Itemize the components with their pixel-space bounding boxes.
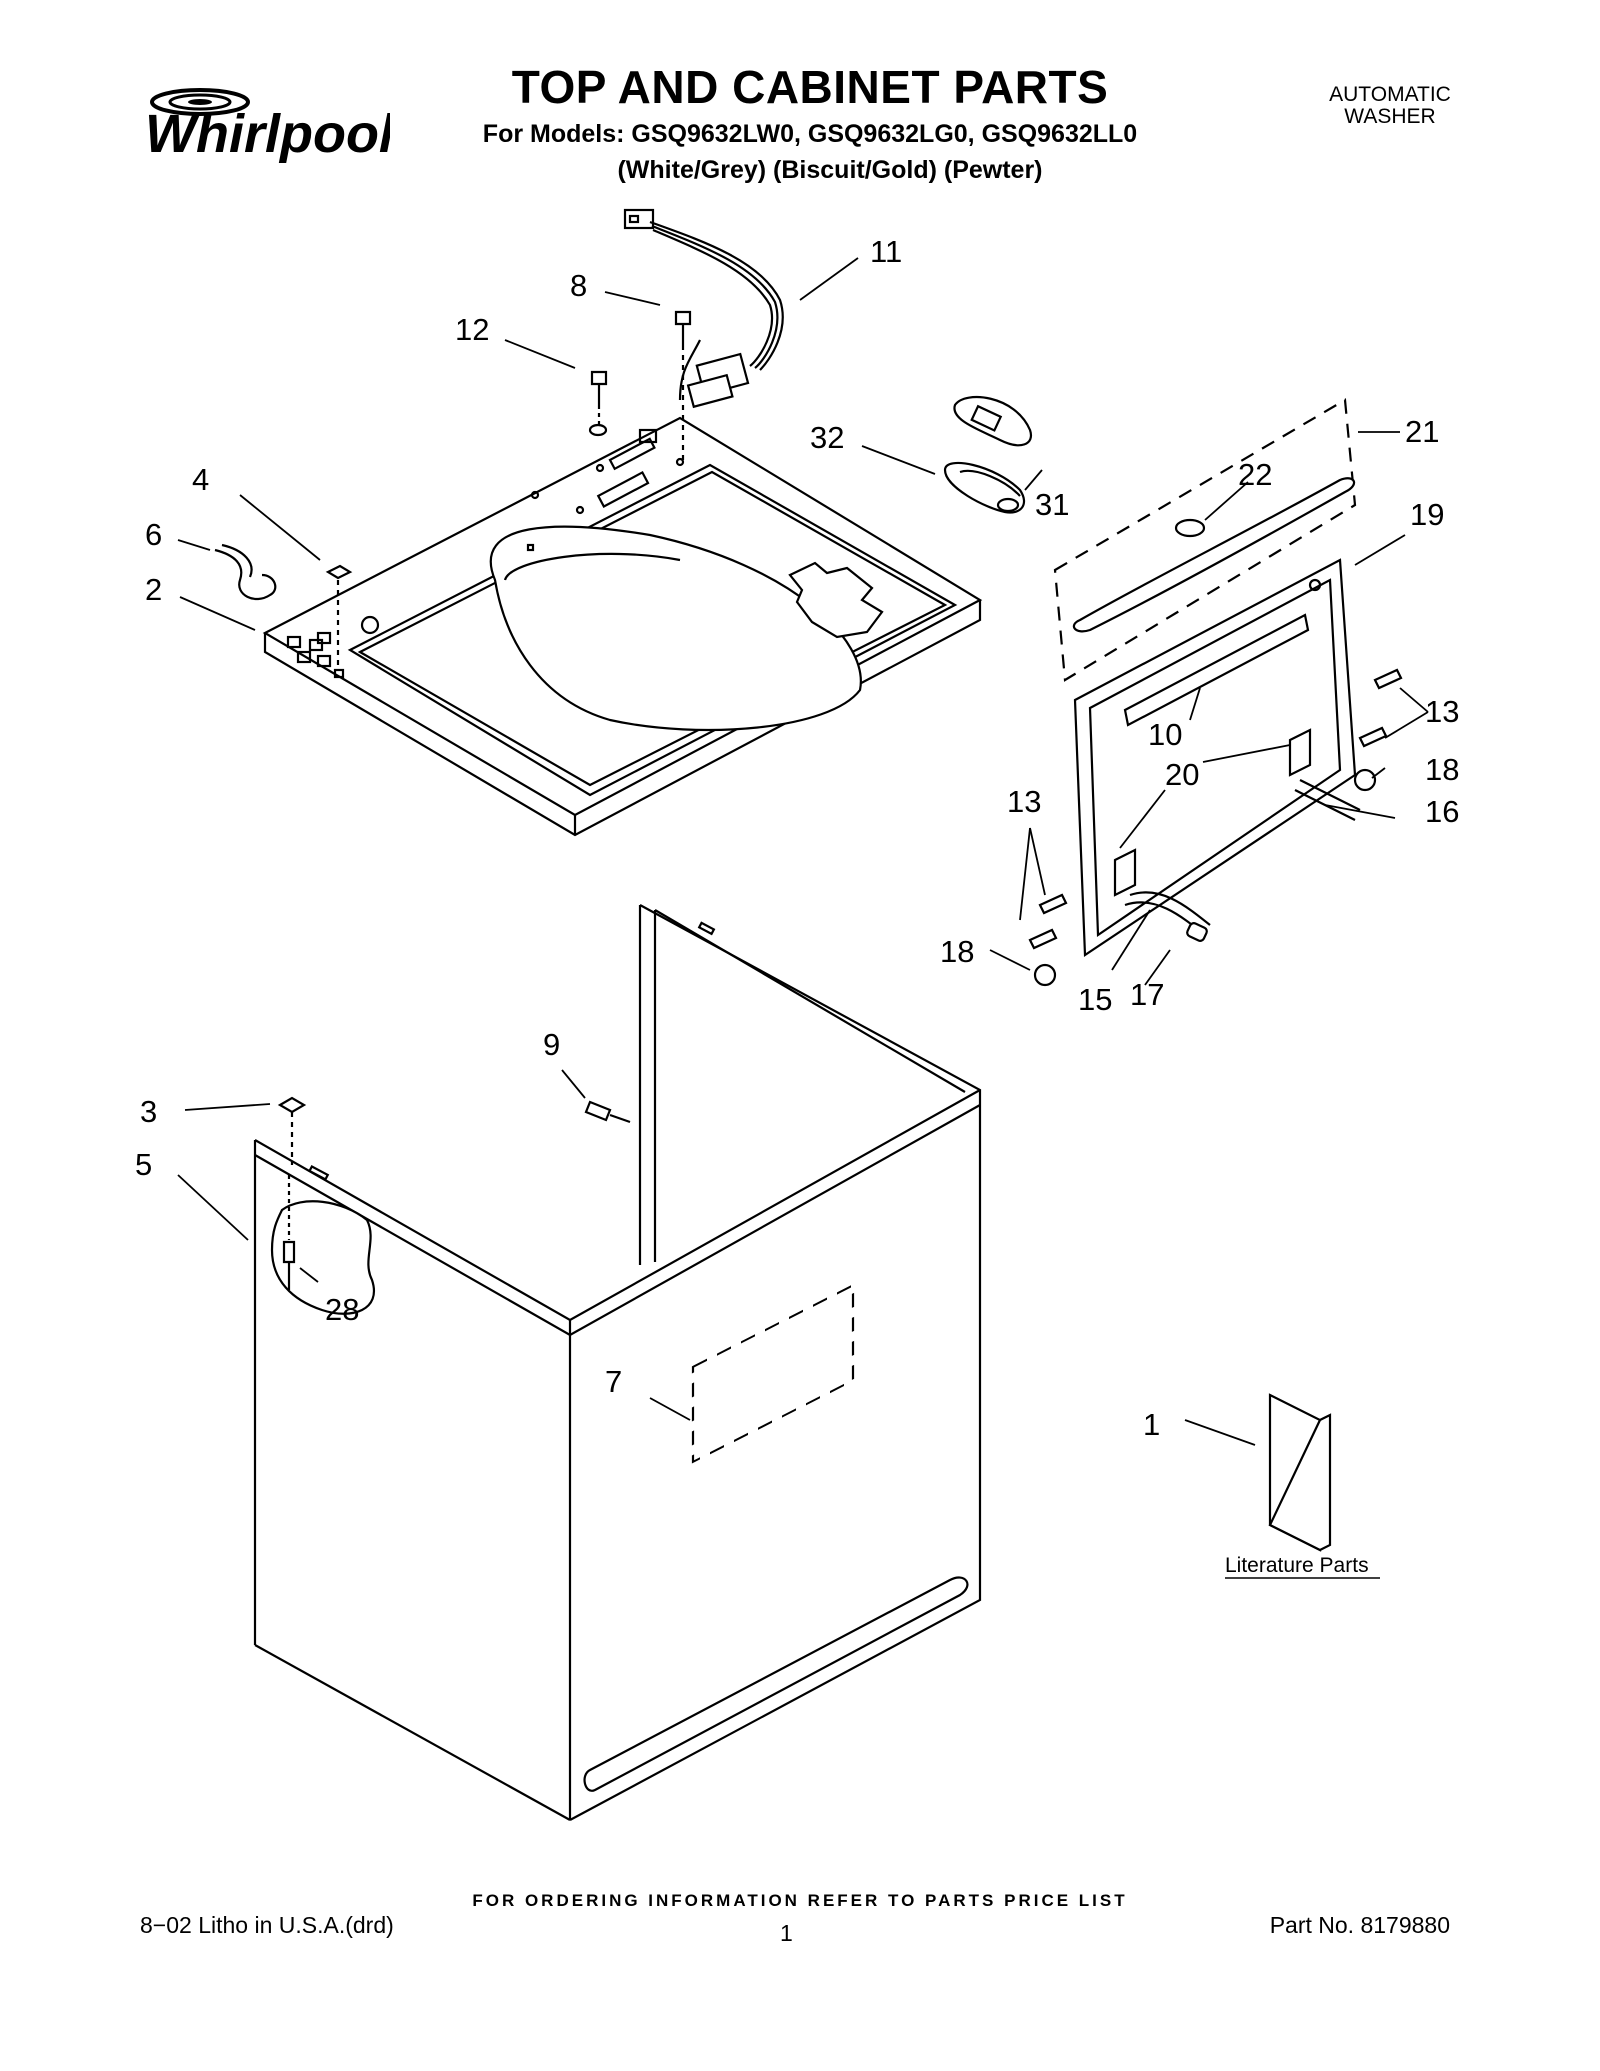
part-number: Part No. 8179880	[1269, 1912, 1450, 1938]
cabinet	[253, 904, 982, 1821]
callout-12: 12	[455, 312, 489, 347]
callout-7: 7	[605, 1364, 622, 1399]
whirlpool-logo: Whirlpool	[145, 88, 390, 164]
colors-line: (White/Grey) (Biscuit/Gold) (Pewter)	[617, 156, 1043, 184]
washer-top	[262, 416, 983, 837]
lid-assembly	[1053, 398, 1361, 958]
lid-switch-harness	[623, 208, 784, 409]
callout-10: 10	[1148, 717, 1182, 752]
litho-info: 8−02 Litho in U.S.A.(drd)	[140, 1912, 394, 1938]
page-title: TOP AND CABINET PARTS	[511, 61, 1109, 113]
callout-32: 32	[810, 420, 844, 455]
product-type-text: AUTOMATIC WASHER	[1329, 83, 1451, 128]
hinge-screws	[1028, 668, 1403, 987]
callout-31: 31	[1035, 487, 1069, 522]
callout-8: 8	[570, 268, 587, 303]
callout-22: 22	[1238, 457, 1272, 492]
callout-13b: 13	[1007, 784, 1041, 819]
clip-3	[277, 1096, 307, 1165]
callout-19: 19	[1410, 497, 1444, 532]
callout-28: 28	[325, 1292, 359, 1327]
callout-18a: 18	[1425, 752, 1459, 787]
callout-18b: 18	[940, 934, 974, 969]
callout-13a: 13	[1425, 694, 1459, 729]
callout-20: 20	[1165, 757, 1199, 792]
clip-6	[214, 543, 277, 601]
literature-booklet	[1225, 1393, 1380, 1579]
screw-8	[674, 310, 692, 460]
logo-wordmark: Whirlpool	[145, 104, 390, 164]
callout-15: 15	[1078, 982, 1112, 1017]
callout-21: 21	[1405, 414, 1439, 449]
callout-4: 4	[192, 462, 209, 497]
leader-lines	[177, 257, 1429, 1446]
ordering-info: FOR ORDERING INFORMATION REFER TO PARTS …	[472, 1891, 1128, 1910]
callout-labels: 11 8 12 32 31 21 22 4 6 2 19 13 10 20 18…	[135, 234, 1459, 1577]
screw-12	[588, 370, 608, 437]
page-number: 1	[780, 1920, 793, 1946]
callout-2: 2	[145, 572, 162, 607]
callout-16: 16	[1425, 794, 1459, 829]
bracket-4	[325, 564, 353, 670]
models-line: For Models: GSQ9632LW0, GSQ9632LG0, GSQ9…	[482, 120, 1138, 148]
screw-9	[584, 1100, 631, 1124]
callout-6: 6	[145, 517, 162, 552]
callout-17: 17	[1130, 977, 1164, 1012]
callout-9: 9	[543, 1027, 560, 1062]
callout-1: 1	[1143, 1407, 1160, 1442]
product-type: AUTOMATIC WASHER	[1290, 84, 1490, 128]
lid-bumper-parts	[943, 395, 1033, 514]
callout-3: 3	[140, 1094, 157, 1129]
callout-5: 5	[135, 1147, 152, 1182]
callout-11: 11	[870, 234, 902, 269]
literature-parts-label: Literature Parts	[1225, 1554, 1369, 1577]
